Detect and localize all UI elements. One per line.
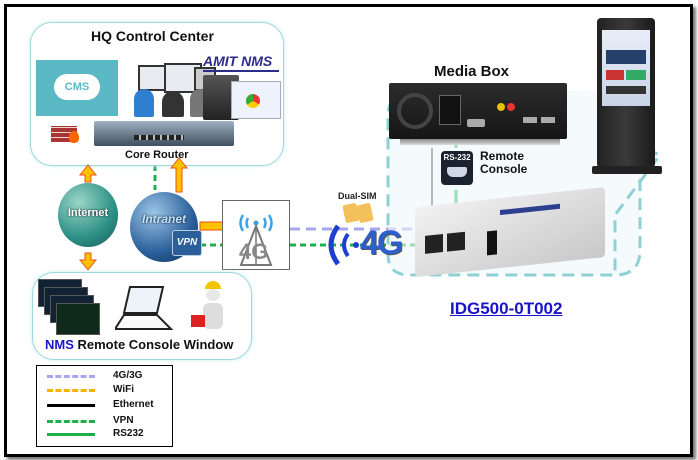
wireless-signal-icon — [328, 224, 359, 266]
legend-item-wifi: WiFi — [37, 384, 172, 396]
nms-remote-console-panel: NMS Remote Console Window — [32, 272, 252, 360]
kiosk-tile — [606, 86, 646, 94]
intranet-label: Intranet — [141, 212, 186, 226]
av-port-icon — [507, 103, 515, 111]
av-port-icon — [497, 103, 505, 111]
legend-label: RS232 — [113, 428, 144, 439]
legend-label: 4G/3G — [113, 370, 143, 381]
legend-item-vpn: VPN — [37, 415, 172, 427]
terminal-window-icon — [56, 303, 100, 335]
router-ports — [134, 135, 184, 140]
hq-title: HQ Control Center — [91, 28, 214, 44]
legend-line-vpn — [47, 420, 95, 423]
toolbox-icon — [191, 315, 205, 327]
legend-line-rs232 — [47, 433, 95, 436]
media-box-base — [400, 139, 560, 145]
legend-line-4g3g — [47, 375, 95, 378]
internet-globe: Internet — [58, 183, 118, 247]
intranet-globe: Intranet VPN — [130, 192, 202, 262]
device-model-link[interactable]: IDG500-0T002 — [450, 299, 563, 318]
hdmi-port-icon — [541, 117, 555, 123]
legend-item-rs232: RS232 — [37, 428, 172, 440]
core-router-label: Core Router — [125, 149, 189, 161]
fire-icon — [69, 131, 79, 143]
person-icon — [134, 89, 154, 117]
lan-port-icon — [425, 234, 443, 254]
person-icon — [162, 91, 184, 117]
nms-screen-icon — [231, 81, 281, 119]
kiosk-base — [592, 166, 662, 174]
hdmi-port-icon — [523, 117, 537, 123]
kiosk-screen — [602, 30, 650, 106]
power-socket-icon — [439, 95, 461, 125]
kiosk-tile — [606, 70, 624, 80]
tower-4g-label: 4G — [239, 239, 269, 264]
cell-tower-icon — [239, 214, 273, 266]
fan-icon — [397, 93, 433, 129]
kiosk-tile — [626, 70, 646, 80]
serial-port-icon — [467, 119, 485, 127]
hardhat-icon — [205, 281, 221, 289]
legend-item-ethernet: Ethernet — [37, 399, 172, 411]
legend-label: WiFi — [113, 384, 135, 395]
legend-label: VPN — [113, 415, 134, 426]
core-router-image — [94, 121, 234, 146]
head-icon — [206, 289, 220, 301]
rs232-port-icon: RS-232 — [441, 151, 473, 185]
wireless-4g-label: 4G — [360, 224, 403, 262]
legend-line-wifi — [47, 389, 95, 392]
dual-sim-label: Dual-SIM — [338, 191, 377, 201]
vpn-lock-badge: VPN — [172, 230, 202, 256]
lan-port-icon — [447, 231, 465, 252]
cms-image: CMS — [36, 60, 118, 116]
nms-prefix: NMS — [45, 337, 74, 352]
nms-panel-title: NMS Remote Console Window — [45, 337, 233, 352]
legend-item-4g3g: 4G/3G — [37, 370, 172, 382]
rs232-port-label: RS-232 — [443, 153, 471, 162]
hq-control-center-panel: HQ Control Center CMS AMIT NMS Core Rout… — [30, 22, 284, 166]
remote-console-line2: Console — [480, 162, 528, 176]
technician-icon — [191, 281, 231, 333]
remote-console-line1: Remote — [480, 149, 525, 163]
legend-line-ethernet — [47, 404, 95, 407]
body-icon — [203, 303, 223, 329]
4g-tower-box: 4G — [222, 200, 290, 270]
internet-label: Internet — [67, 207, 109, 219]
legend: 4G/3G WiFi Ethernet VPN RS232 — [36, 365, 173, 447]
nms-title-rest: Remote Console Window — [73, 337, 234, 352]
terminal-windows-image — [38, 279, 100, 335]
legend-label: Ethernet — [113, 399, 154, 410]
nms-logo-underline — [203, 70, 279, 72]
media-box-image — [389, 83, 567, 139]
device-stripe — [500, 203, 560, 216]
cms-cloud-icon: CMS — [54, 74, 100, 100]
power-port-icon — [487, 230, 497, 256]
laptop-icon — [115, 286, 174, 330]
kiosk-banner — [606, 50, 646, 64]
media-box-title: Media Box — [434, 63, 510, 80]
remote-console-label: Remote Console — [480, 150, 527, 176]
amit-nms-logo: AMIT NMS — [203, 53, 273, 69]
db9-connector-icon — [447, 167, 467, 177]
kiosk-image — [597, 18, 655, 168]
browser-logo-icon — [246, 94, 260, 108]
